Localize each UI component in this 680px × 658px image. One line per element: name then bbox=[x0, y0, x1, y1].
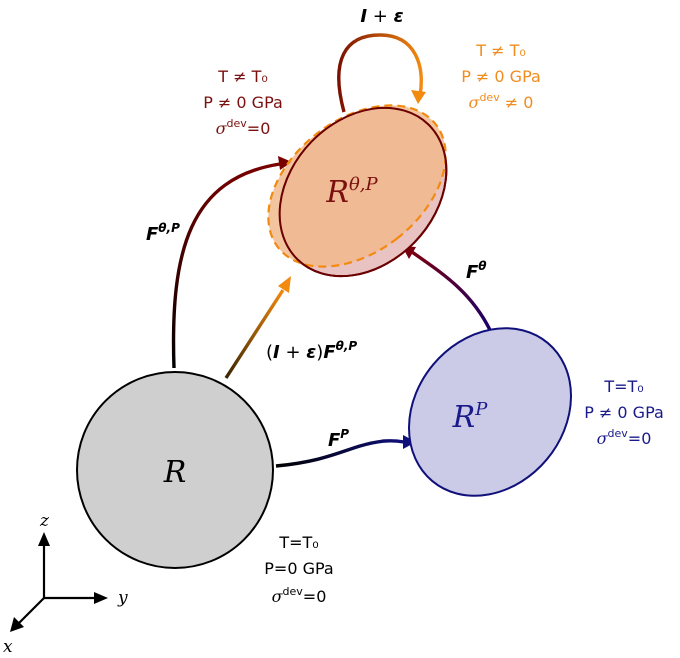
conditions-pressure: T=T₀ P ≠ 0 GPa σdev=0 bbox=[584, 377, 664, 448]
arrow-f-theta bbox=[402, 246, 492, 331]
node-pressure bbox=[408, 327, 572, 497]
node-thermo-pressure-outline bbox=[278, 106, 448, 278]
conditions-tp-pressure: P ≠ 0 GPa bbox=[203, 93, 283, 112]
conditions-eps-stress: σdev ≠ 0 bbox=[469, 91, 534, 112]
node-strained bbox=[267, 104, 447, 268]
node-thermo-pressure-label: Rθ,P bbox=[325, 174, 378, 210]
axis-y-arrowhead bbox=[94, 592, 108, 604]
conditions-strained: T ≠ T₀ P ≠ 0 GPa σdev ≠ 0 bbox=[461, 41, 541, 112]
axis-z-label: z bbox=[39, 511, 50, 531]
conditions-ref-pressure: P=0 GPa bbox=[264, 559, 333, 578]
conditions-p-stress: σdev=0 bbox=[597, 427, 652, 448]
conditions-p-temperature: T=T₀ bbox=[603, 377, 643, 396]
node-reference bbox=[76, 371, 274, 569]
axis-x-arrowhead bbox=[10, 617, 24, 632]
conditions-thermo-pressure: T ≠ T₀ P ≠ 0 GPa σdev=0 bbox=[203, 67, 283, 138]
conditions-tp-stress: σdev=0 bbox=[216, 117, 271, 138]
arrow-i-eps-f bbox=[224, 276, 291, 379]
conditions-reference: T=T₀ P=0 GPa σdev=0 bbox=[264, 533, 333, 606]
conditions-eps-pressure: P ≠ 0 GPa bbox=[461, 67, 541, 86]
arrow-i-eps-f-label: (I + ε)Fθ,P bbox=[266, 339, 357, 363]
conditions-ref-stress: σdev=0 bbox=[272, 585, 327, 606]
node-pressure-label: RP bbox=[452, 399, 489, 435]
axis-z-arrowhead bbox=[38, 532, 50, 546]
axis-y-label: y bbox=[117, 588, 128, 608]
arrow-i-eps-label: I + ε bbox=[360, 6, 403, 27]
arrow-i-eps-loop bbox=[337, 33, 426, 113]
axis-x-label: x bbox=[3, 637, 13, 657]
axes-triad: z y x bbox=[3, 511, 128, 657]
conditions-eps-temperature: T ≠ T₀ bbox=[475, 41, 526, 60]
arrow-f-theta-label: Fθ bbox=[466, 259, 487, 283]
conditions-ref-temperature: T=T₀ bbox=[278, 533, 318, 552]
node-reference-label: R bbox=[163, 455, 187, 490]
arrow-f-theta-p-label: Fθ,P bbox=[146, 221, 180, 245]
conditions-tp-temperature: T ≠ T₀ bbox=[217, 67, 268, 86]
arrow-f-p-label: FP bbox=[328, 427, 349, 451]
conditions-p-pressure: P ≠ 0 GPa bbox=[584, 403, 664, 422]
arrow-f-theta-p bbox=[171, 156, 292, 369]
